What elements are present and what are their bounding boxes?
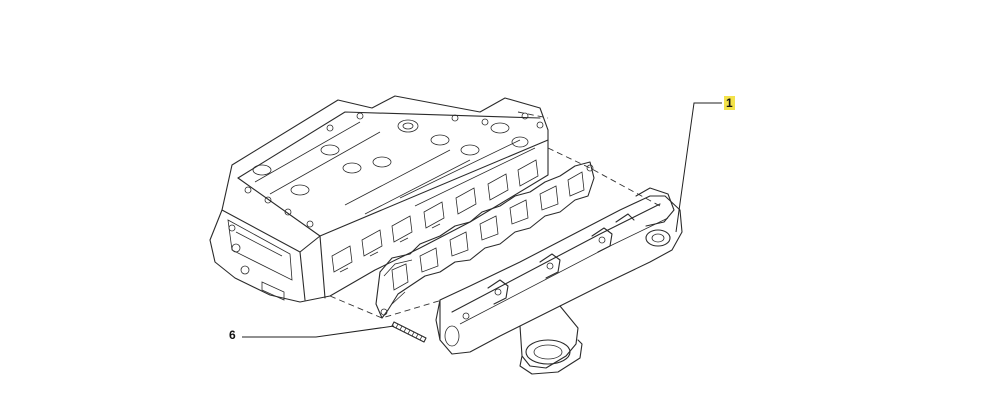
manifold-gasket-illustration: [375, 161, 595, 319]
leader-line-6: [242, 325, 395, 338]
cylinder-head-illustration: [209, 95, 549, 303]
leader-line-1: [675, 102, 722, 233]
callout-label-1: 1: [724, 96, 735, 110]
callout-label-6: 6: [229, 328, 236, 342]
alignment-lines: [329, 111, 661, 319]
exhaust-manifold-illustration: [435, 187, 683, 375]
stud-illustration: [391, 321, 427, 343]
